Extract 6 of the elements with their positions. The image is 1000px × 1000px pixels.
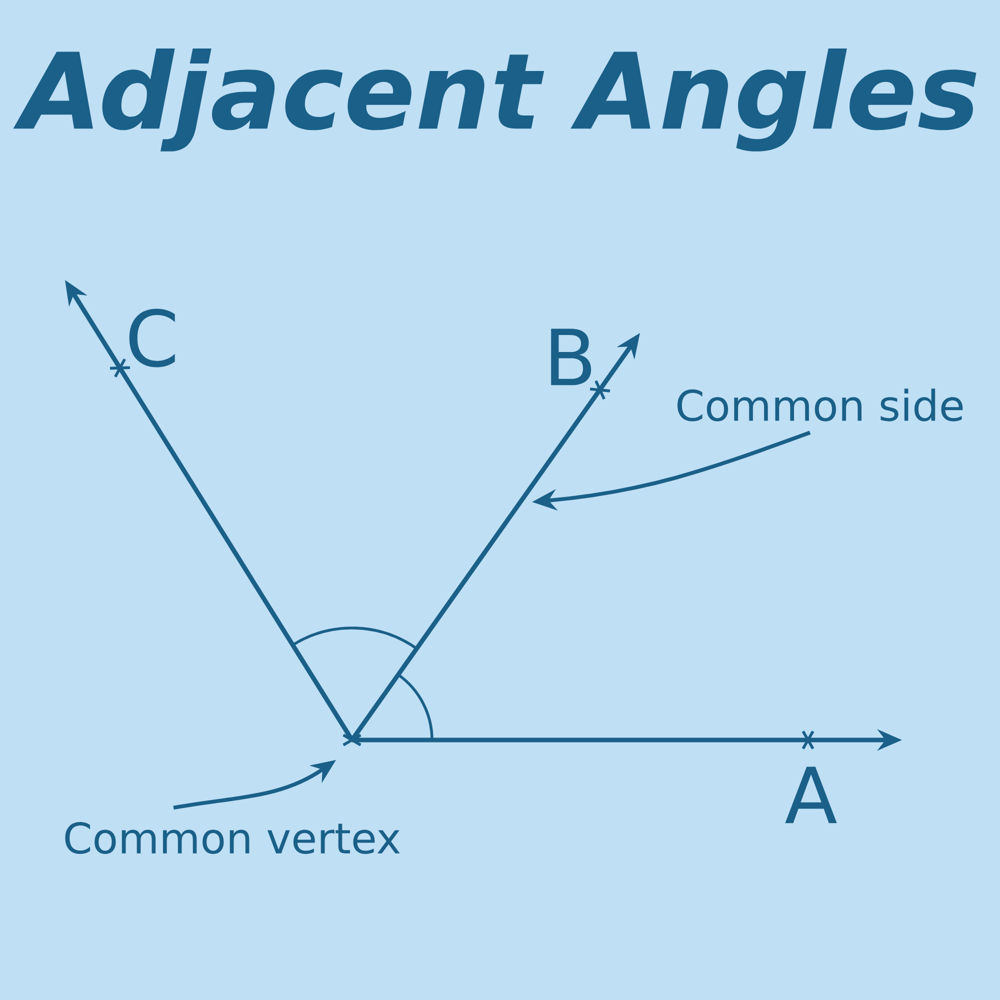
point-letter: A — [785, 766, 837, 824]
point-letter: B — [551, 328, 592, 386]
callout-text: Common side — [678, 388, 963, 422]
point-letter: C — [129, 308, 175, 368]
callout-text: Common vertex — [65, 822, 400, 854]
title: Adjacent Angles — [13, 48, 976, 152]
